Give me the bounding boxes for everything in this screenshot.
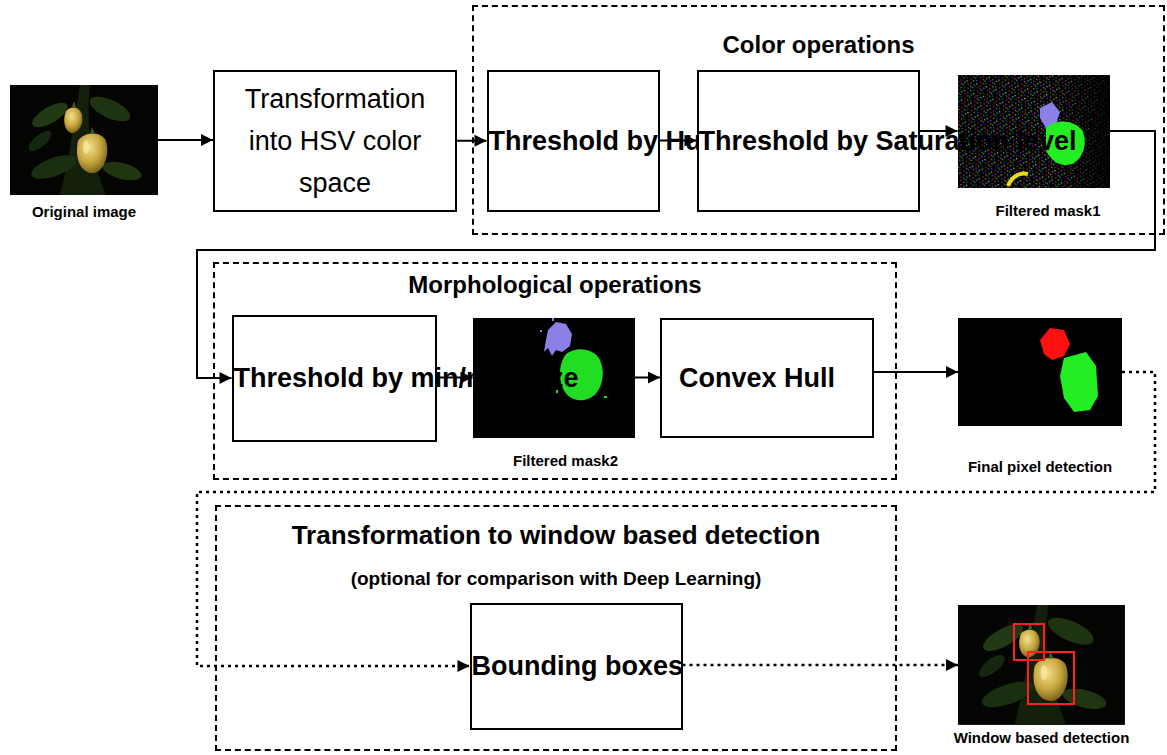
process-box: Threshold by Hue level: [487, 70, 660, 212]
group-subtitle: (optional for comparison with Deep Learn…: [217, 568, 895, 590]
image-panel: Filtered mask2: [473, 318, 635, 438]
group-title: Color operations: [474, 31, 1163, 59]
group-title: Morphological operations: [215, 271, 895, 299]
box-label: Convex Hull: [662, 357, 852, 399]
image-panel: Filtered mask1: [958, 75, 1110, 188]
box-label: Threshold by Saturation level: [699, 120, 879, 162]
box-label: Bounding boxes: [472, 645, 642, 687]
flow-arrow: [683, 664, 959, 667]
process-box: Transformation into HSV color space: [213, 70, 457, 212]
image-panel: Final pixel detection: [958, 318, 1122, 426]
process-box: Bounding boxes: [470, 603, 683, 730]
flow-arrow: [660, 140, 697, 142]
box-label: Threshold by min/max size: [234, 357, 384, 399]
process-box: Threshold by min/max size: [232, 315, 437, 442]
flow-arrow: [437, 377, 473, 379]
flow-arrow: [874, 371, 958, 373]
image-caption: Final pixel detection: [968, 458, 1112, 475]
image-caption: Window based detection: [954, 729, 1130, 746]
group-frame: Color operationsThreshold by Hue level Th…: [472, 5, 1165, 235]
image-panel: Original image: [10, 85, 158, 195]
flow-arrow: [158, 139, 213, 141]
box-label: Threshold by Hue level: [489, 120, 629, 162]
box-label: Transformation into HSV color space: [228, 78, 443, 204]
process-box: Threshold by Saturation level: [697, 70, 920, 212]
process-box: Convex Hull: [660, 318, 874, 438]
group-frame: Transformation to window based detection…: [215, 505, 897, 751]
flow-arrow: [635, 377, 661, 379]
flow-arrow: [920, 130, 958, 132]
group-frame: Morphological operationsThreshold by min…: [213, 262, 897, 480]
image-caption: Original image: [32, 203, 136, 220]
image-panel: Window based detection: [958, 605, 1125, 725]
image-caption: Filtered mask1: [996, 202, 1072, 219]
group-title: Transformation to window based detection: [217, 520, 895, 551]
image-caption: Filtered mask2: [513, 452, 594, 469]
